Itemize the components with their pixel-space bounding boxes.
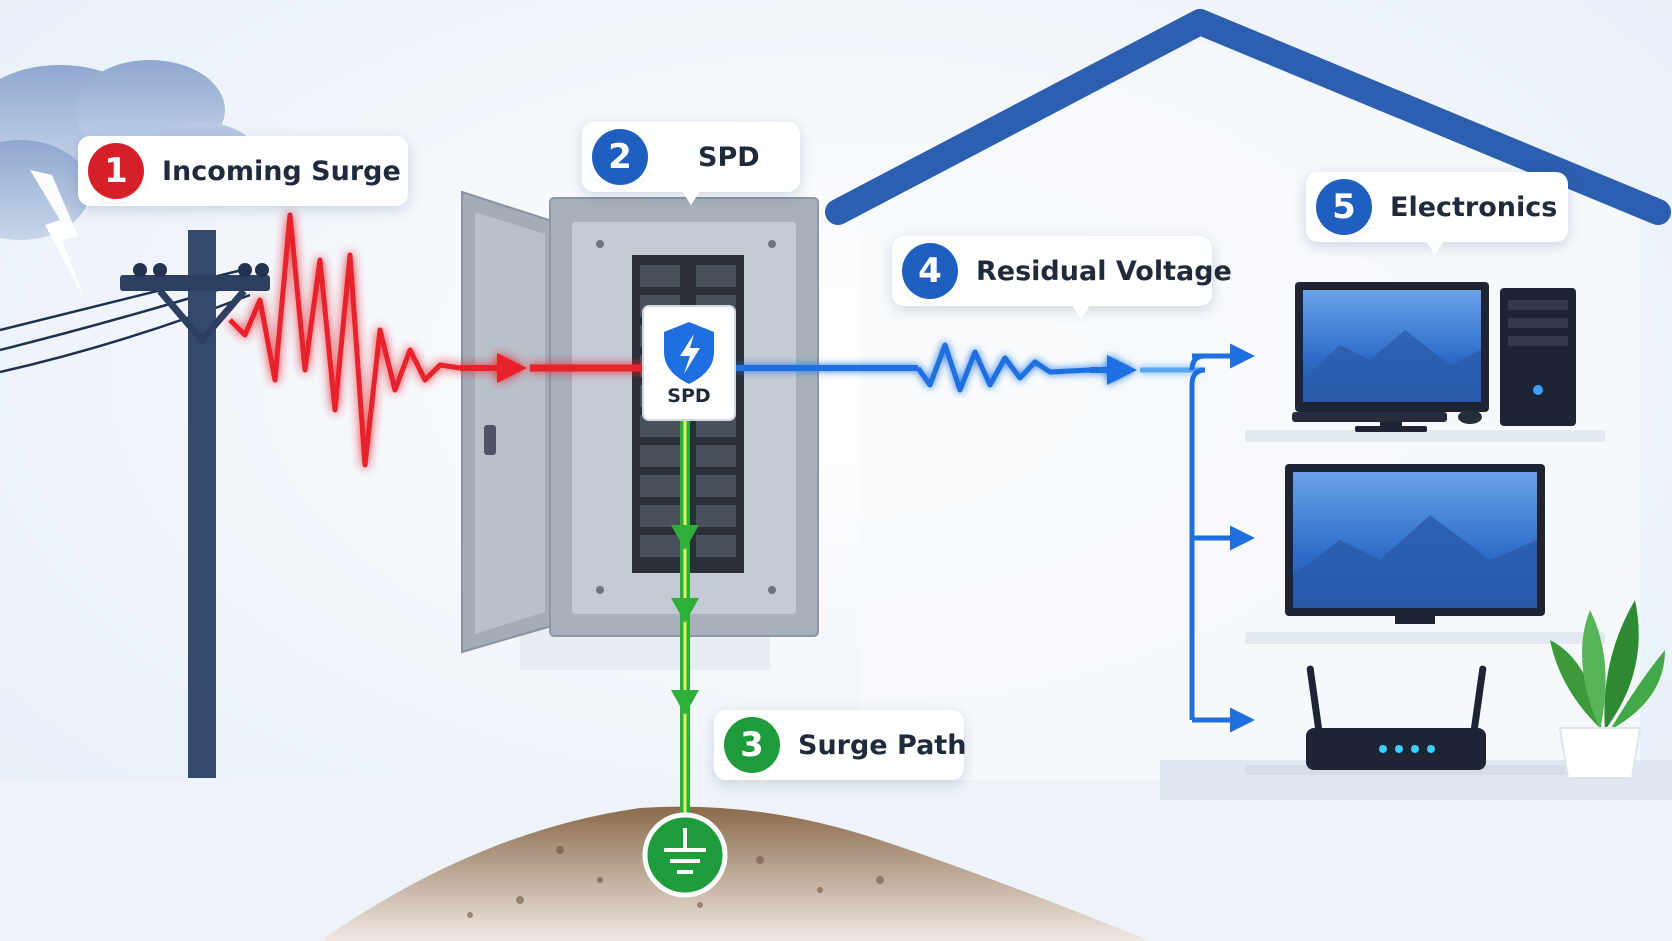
callout-label: Residual Voltage [976,255,1232,287]
desktop-computer [1292,282,1576,432]
callout-electronics: 5 Electronics [1306,172,1568,255]
step-1-badge: 1 [88,143,144,199]
step-5-badge: 5 [1316,179,1372,235]
shield-lightning-icon [664,322,714,384]
television [1285,464,1545,624]
spd-module: SPD [642,305,736,421]
callout-spd: 2 SPD [582,122,800,205]
down-arrow-icon [671,690,699,715]
callout-label: SPD [698,141,760,173]
callout-pointer [1426,241,1444,255]
callout-pointer [682,191,700,205]
callout-incoming-surge: 1 Incoming Surge [78,136,408,206]
utility-pole [0,230,270,778]
callout-label: Electronics [1390,191,1558,223]
distribution-lines [1189,343,1255,733]
surge-path-to-ground [671,420,699,820]
down-arrow-icon [671,525,699,550]
callout-pointer [1072,305,1090,319]
step-4-badge: 4 [902,243,958,299]
callout-surge-path: 3 Surge Path [714,710,967,780]
step-3-badge: 3 [724,717,780,773]
callout-residual-voltage: 4 Residual Voltage [892,236,1232,319]
potted-plant [1550,600,1665,779]
callout-label: Surge Path [798,729,967,761]
ground-symbol-icon [642,812,728,898]
callout-label: Incoming Surge [162,155,401,187]
soil-texture [467,846,884,918]
spd-module-label: SPD [667,385,710,407]
ground-soil [320,806,1150,941]
incoming-surge-wave [228,212,648,468]
down-arrow-icon [671,598,699,623]
step-2-badge: 2 [592,129,648,185]
router [1306,665,1487,770]
electrical-panel [461,190,819,670]
